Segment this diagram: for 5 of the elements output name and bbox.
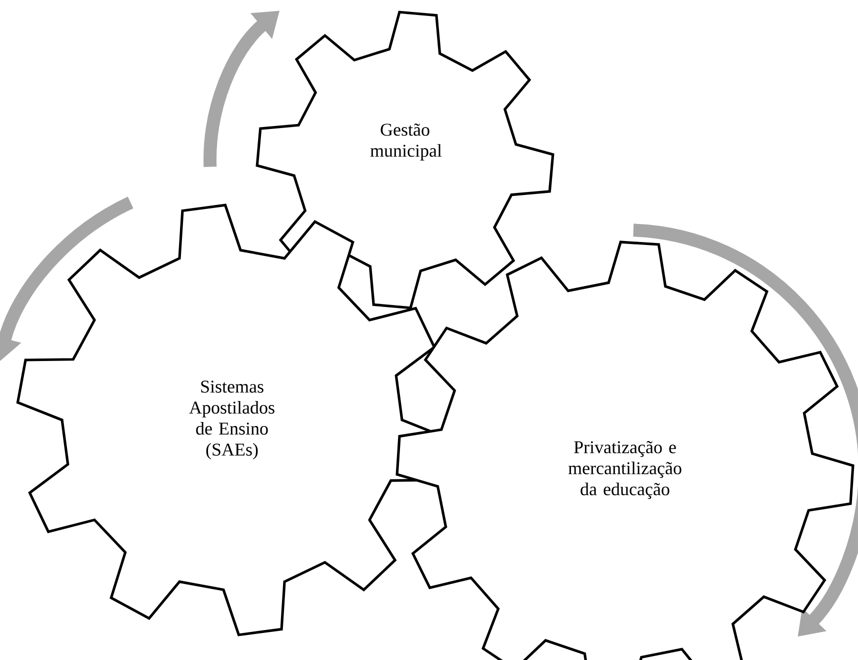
gear: Gestão municipal: [256, 10, 554, 310]
node-label: Privatização e mercantilização da educação: [568, 440, 682, 499]
gear: Sistemas Apostilados de Ensino (SAEs): [16, 204, 448, 636]
gear: Privatização e mercantilização da educação: [396, 240, 854, 660]
node-label: Sistemas Apostilados de Ensino (SAEs): [189, 380, 274, 460]
